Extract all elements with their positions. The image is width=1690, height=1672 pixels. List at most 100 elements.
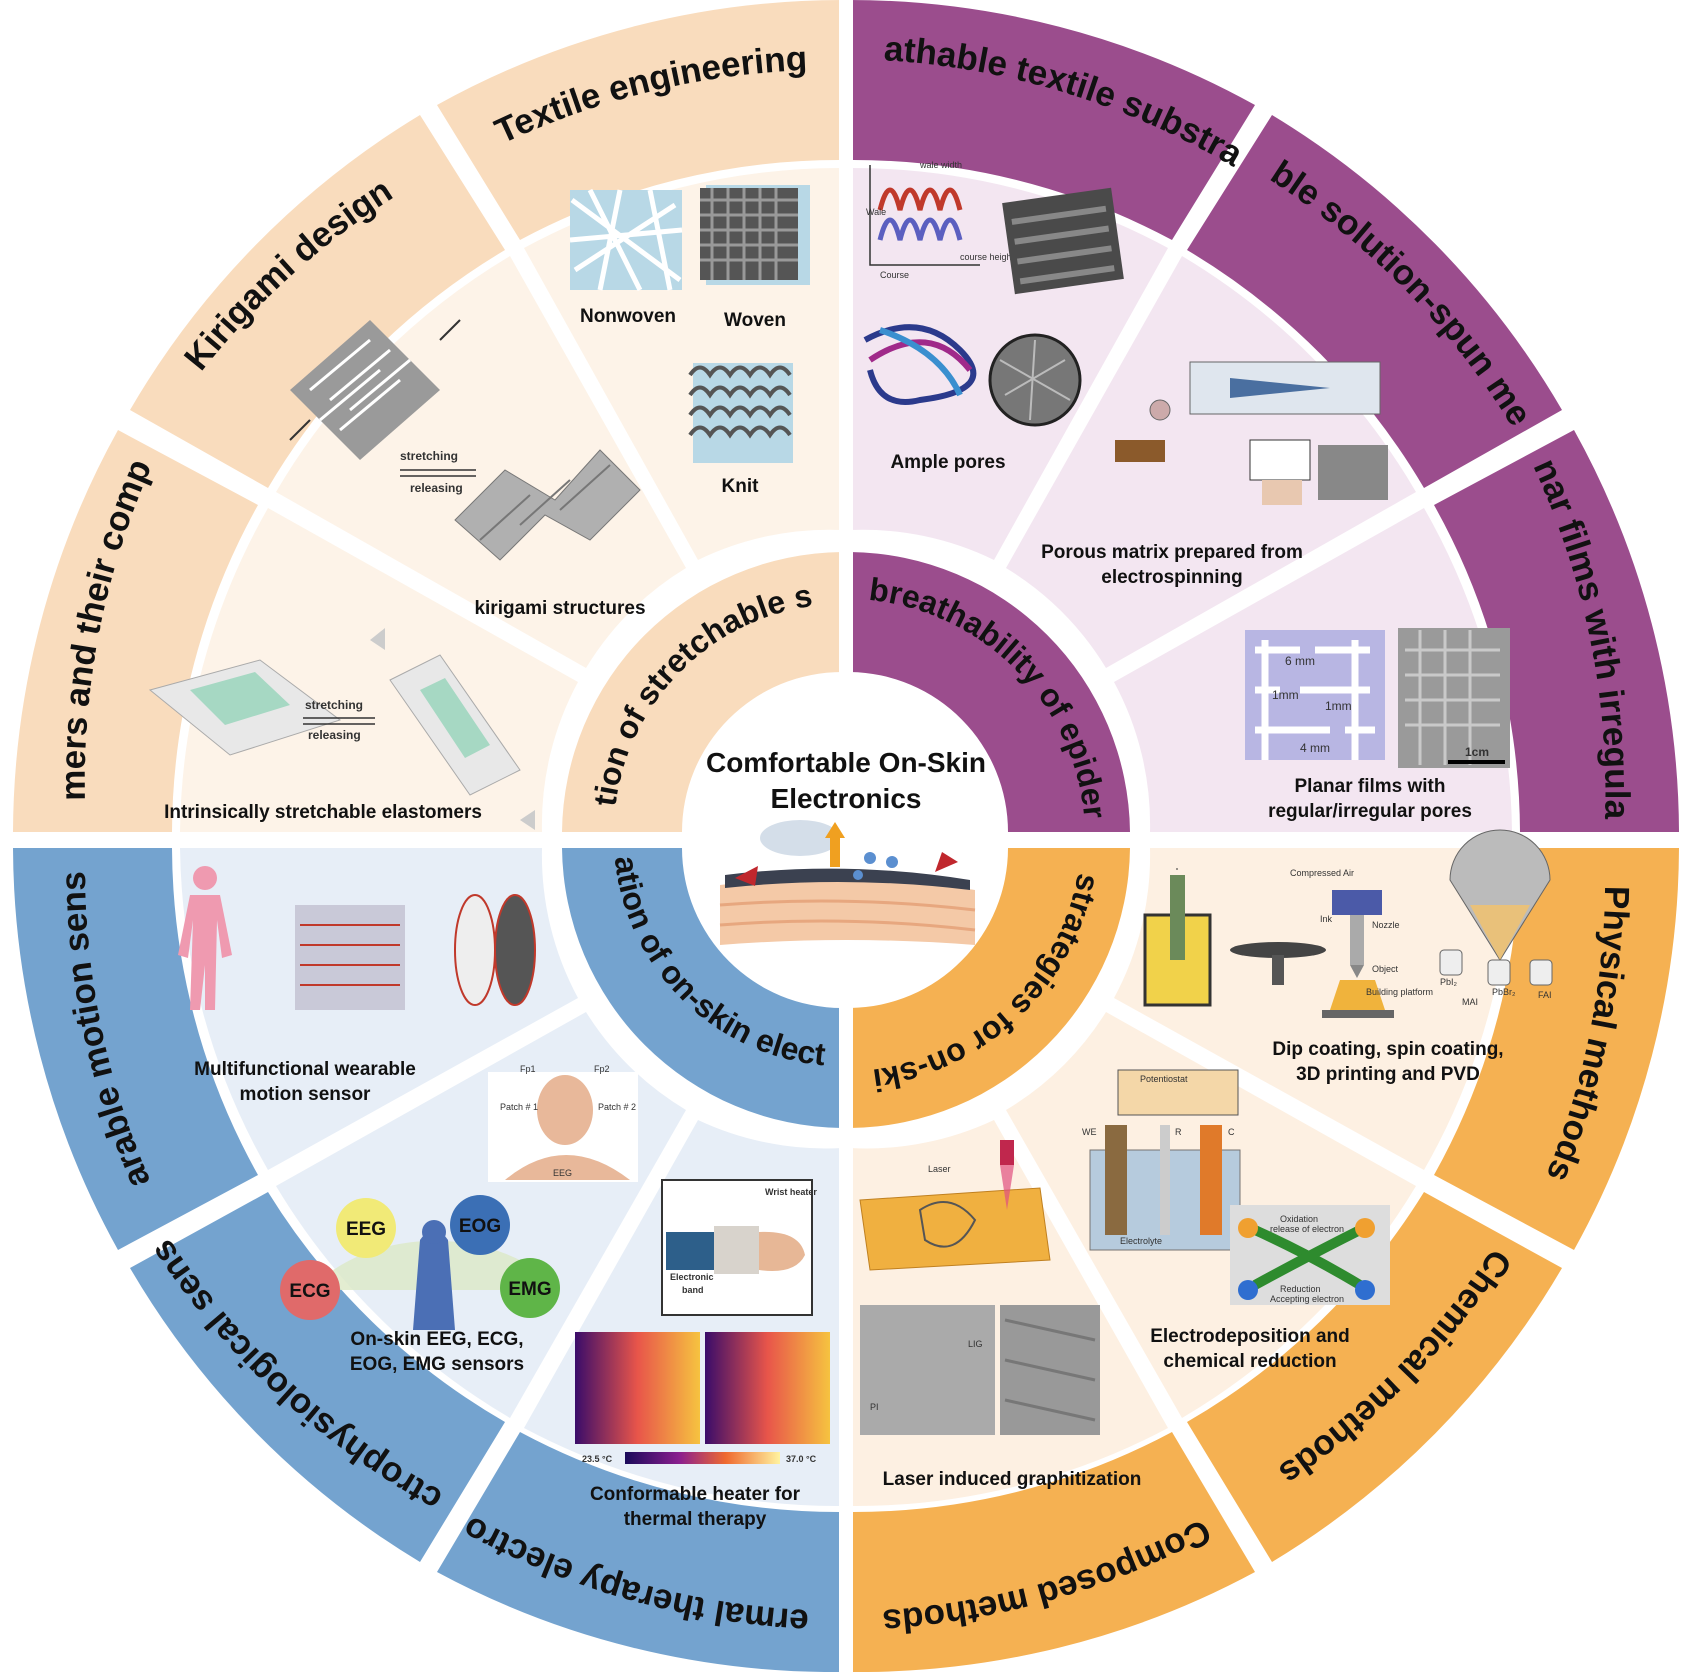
caption-heater-2: thermal therapy — [624, 1509, 767, 1530]
label-pi: PI — [870, 1402, 879, 1412]
textile-knit-diagram — [869, 165, 980, 266]
caption-knit: Knit — [722, 476, 760, 497]
label-accept: Accepting electron — [1270, 1294, 1344, 1304]
kirigami-stretched-image — [454, 449, 641, 561]
label-temp-low: 23.5 °C — [582, 1454, 613, 1464]
center-title-line1: Comfortable On-Skin — [706, 747, 986, 778]
elastomer-film-image — [148, 628, 535, 830]
planar-film-pattern — [1245, 630, 1385, 760]
caption-planar-1: Planar films with — [1295, 776, 1446, 797]
wrist-heater-image — [661, 1179, 813, 1316]
caption-planar-2: regular/irregular pores — [1268, 801, 1472, 822]
label-course-height: course height — [960, 252, 1015, 262]
ecg-badge — [280, 1260, 340, 1320]
label-1mm-a: 1mm — [1272, 688, 1299, 702]
label-mai: MAI — [1462, 997, 1478, 1007]
fiber-bundle-image — [863, 324, 1082, 427]
kirigami-flat-image — [289, 319, 461, 460]
textile-sem-image — [1002, 187, 1124, 295]
label-temp-high: 37.0 °C — [786, 1454, 817, 1464]
label-r: R — [1175, 1127, 1182, 1137]
mid-ring-application — [562, 848, 842, 1128]
badge-emg: EMG — [508, 1279, 551, 1300]
label-laser: Laser — [928, 1164, 951, 1174]
label-c: C — [1228, 1127, 1235, 1137]
label-wrist-heater: Wrist heater — [765, 1187, 817, 1197]
mid-ring-stretchable — [562, 552, 842, 832]
caption-laser: Laser induced graphitization — [883, 1469, 1142, 1490]
label-electronic-band-2: band — [682, 1285, 704, 1295]
dip-coating-image — [1143, 868, 1212, 1007]
woven-image — [700, 185, 810, 285]
caption-kirigami: kirigami structures — [474, 598, 645, 619]
laser-graphitization-image — [859, 1140, 1100, 1435]
electrospinning-setup — [1115, 361, 1388, 505]
label-lig: LIG — [968, 1339, 983, 1349]
label-fp2: Fp2 — [594, 1064, 610, 1074]
label-electrolyte: Electrolyte — [1120, 1236, 1162, 1246]
elastomer-stretching: stretching — [305, 698, 363, 712]
outer-sector-wearable-motion — [13, 848, 258, 1250]
panel-physical — [1114, 848, 1512, 1170]
outer-ring — [13, 0, 1679, 1672]
caption-nonwoven: Nonwoven — [580, 306, 676, 327]
caption-electro-2: EOG, EMG sensors — [350, 1354, 524, 1375]
body-motion-image — [178, 866, 536, 1010]
electrodeposition-cell — [1089, 1069, 1241, 1251]
label-nozzle: Nozzle — [1372, 920, 1400, 930]
nonwoven-image — [569, 188, 683, 292]
kirigami-stretching: stretching — [400, 449, 458, 463]
outer-sector-physical-methods — [1434, 848, 1679, 1250]
caption-ample-pores: Ample pores — [890, 452, 1005, 473]
label-electronic-band-1: Electronic — [670, 1272, 714, 1282]
eog-badge — [450, 1195, 510, 1255]
caption-physical-1: Dip coating, spin coating, — [1272, 1039, 1503, 1060]
label-pbi2: PbI₂ — [1440, 977, 1458, 987]
skin-illustration — [719, 820, 976, 945]
planar-film-photo — [1398, 628, 1510, 768]
label-wale: Wale — [866, 207, 886, 217]
caption-elastomers: Intrinsically stretchable elastomers — [164, 802, 482, 823]
redox-diagram — [1230, 1205, 1390, 1305]
label-building-platform: Building platform — [1366, 987, 1433, 997]
caption-woven: Woven — [724, 310, 786, 331]
badge-ecg: ECG — [289, 1281, 330, 1302]
caption-chemical-1: Electrodeposition and — [1150, 1326, 1350, 1347]
label-potentiostat: Potentiostat — [1140, 1074, 1188, 1084]
outer-sector-kirigami-design — [130, 115, 505, 488]
outer-sector-textile-engineering — [437, 0, 842, 240]
label-ink: Ink — [1320, 914, 1333, 924]
outer-sector-electrophysiological — [130, 1192, 505, 1562]
caption-chemical-2: chemical reduction — [1163, 1351, 1336, 1372]
caption-motion-1: Multifunctional wearable — [194, 1059, 416, 1080]
label-6mm: 6 mm — [1285, 654, 1315, 668]
label-pbbr2: PbBr₂ — [1492, 987, 1516, 997]
label-release: release of electron — [1270, 1224, 1344, 1234]
label-oxidation: Oxidation — [1280, 1214, 1318, 1224]
label-compressed-air: Compressed Air — [1290, 868, 1354, 878]
elastomer-releasing: releasing — [308, 728, 361, 742]
label-4mm: 4 mm — [1300, 741, 1330, 755]
spin-coating-image — [1230, 942, 1326, 985]
label-reduction: Reduction — [1280, 1284, 1321, 1294]
label-patch2: Patch # 2 — [598, 1102, 636, 1112]
thermal-images — [575, 1332, 830, 1464]
badge-eog: EOG — [459, 1216, 501, 1237]
label-we: WE — [1082, 1127, 1097, 1137]
knit-image — [688, 363, 793, 463]
emg-badge — [500, 1258, 560, 1318]
label-patch1: Patch # 1 — [500, 1102, 538, 1112]
caption-electrospinning-1: Porous matrix prepared from — [1041, 542, 1303, 563]
3d-printing-image — [1322, 890, 1394, 1018]
mid-ring-construction — [850, 848, 1130, 1128]
label-1cm: 1cm — [1465, 745, 1489, 759]
caption-electro-1: On-skin EEG, ECG, — [350, 1329, 523, 1350]
panel-solution-spun — [1006, 256, 1416, 668]
caption-motion-2: motion sensor — [240, 1084, 372, 1105]
kirigami-releasing: releasing — [410, 481, 463, 495]
eeg-head-image — [488, 1072, 638, 1182]
pvd-image — [1439, 829, 1553, 986]
center-title-line2: Electronics — [771, 783, 922, 814]
outer-sector-elastomers — [13, 430, 258, 832]
